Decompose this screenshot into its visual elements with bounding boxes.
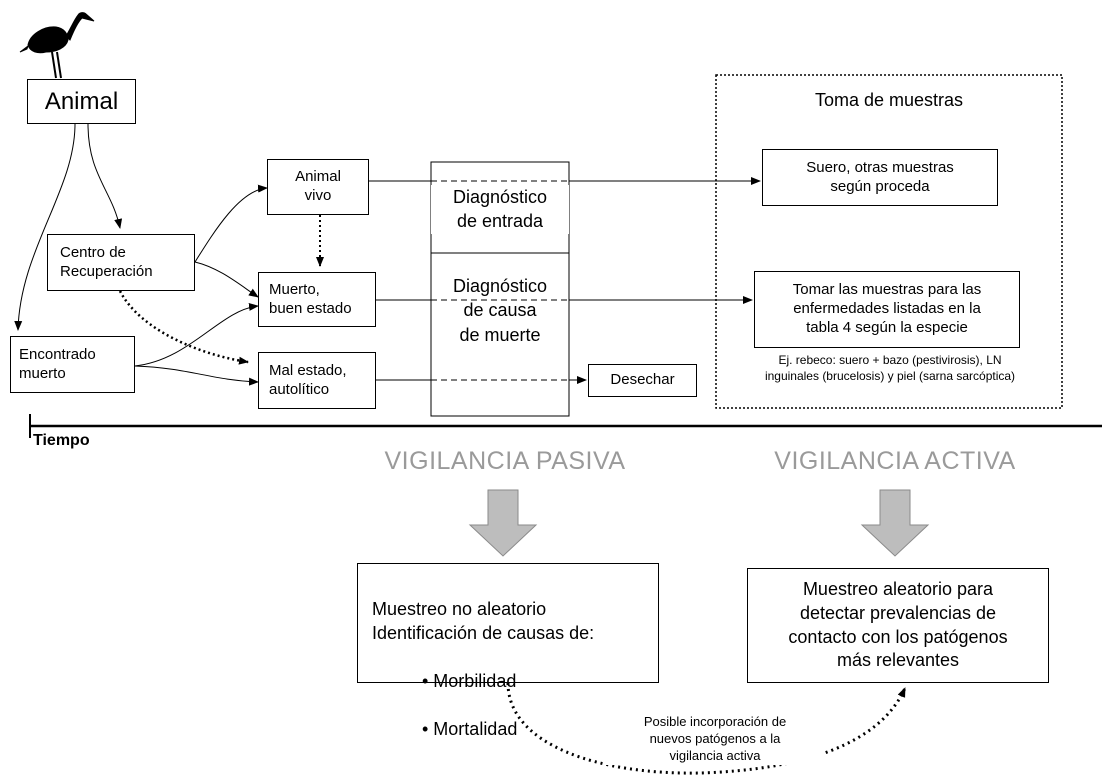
- timeline-label: Tiempo: [33, 432, 90, 449]
- feedback-arrow: [506, 682, 907, 775]
- diagnostico-causa-muerte: Diagnóstico de causa de muerte: [452, 276, 548, 345]
- centro-recuperacion-box: Centro de Recuperación: [47, 234, 195, 291]
- timeline: [29, 414, 1102, 438]
- muestreo-no-aleatorio-box: Muestreo no aleatorio Identificación de …: [357, 563, 659, 739]
- passive-box-text: Muestreo no aleatorio Identificación de …: [372, 598, 595, 643]
- encontrado-muerto-box: Encontrado muerto: [10, 336, 135, 393]
- tomar-muestras-box: Tomar las muestras para las enfermedades…: [754, 271, 1020, 348]
- muestreo-aleatorio-box: Muestreo aleatorio para detectar prevale…: [747, 568, 1049, 683]
- diagnosis-column: [430, 161, 570, 417]
- sampling-title: Toma de muestras: [814, 90, 964, 110]
- crane-icon: [19, 12, 95, 79]
- suero-box: Suero, otras muestras según proceda: [762, 149, 998, 206]
- example-note: Ej. rebeco: suero + bazo (pestivirosis),…: [764, 353, 1016, 383]
- vigilancia-pasiva-heading: VIGILANCIA PASIVA: [384, 447, 626, 475]
- bullet-mortalidad: • Mortalidad: [422, 718, 518, 739]
- animal-vivo-box: Animal vivo: [267, 159, 369, 215]
- diagnostico-entrada: Diagnóstico de entrada: [431, 185, 569, 234]
- bullet-morbilidad: • Morbilidad: [422, 670, 517, 691]
- sampling-frame: [715, 74, 1063, 409]
- mal-estado-box: Mal estado, autolítico: [258, 352, 376, 409]
- muerto-buen-estado-box: Muerto, buen estado: [258, 272, 376, 327]
- vigilancia-activa-heading: VIGILANCIA ACTIVA: [774, 447, 1016, 475]
- connectors: [14, 123, 761, 386]
- animal-box: Animal: [27, 79, 136, 124]
- desechar-box: Desechar: [588, 364, 697, 397]
- down-arrow-icon: [468, 489, 930, 557]
- feedback-note: Posible incorporación de nuevos patógeno…: [605, 714, 825, 765]
